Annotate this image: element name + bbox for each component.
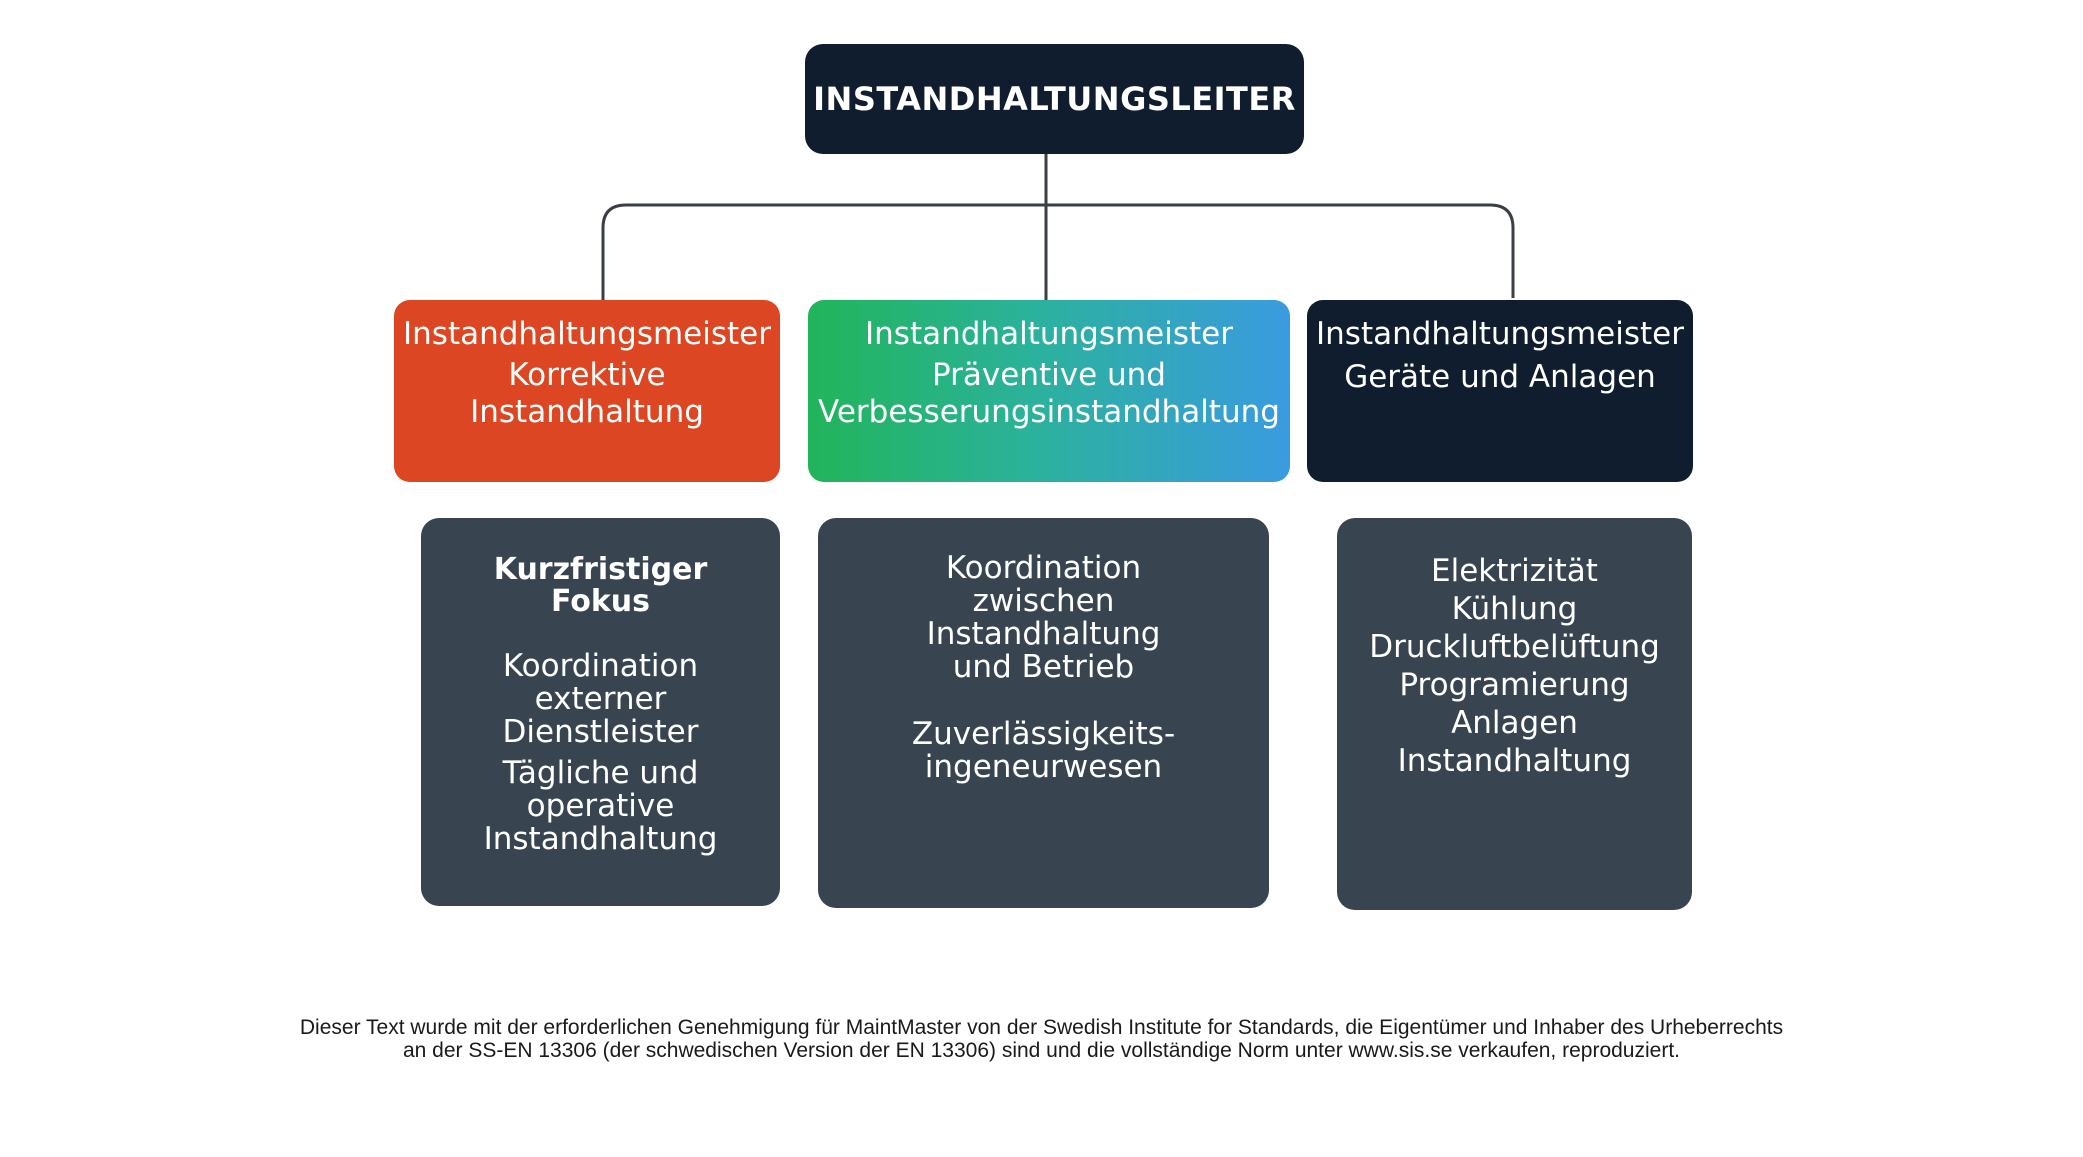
- supervisor-corrective-box: Instandhaltungsmeister Korrektive Instan…: [394, 300, 780, 482]
- supervisor-title: Instandhaltungsmeister: [865, 316, 1233, 352]
- responsibility-line: Tägliche und: [502, 755, 699, 791]
- copyright-notice: Dieser Text wurde mit der erforderlichen…: [150, 1016, 1933, 1062]
- supervisor-preventive-box: Instandhaltungsmeister Präventive und Ve…: [808, 300, 1290, 482]
- copyright-line: Dieser Text wurde mit der erforderlichen…: [299, 1016, 1784, 1039]
- supervisor-title: Instandhaltungsmeister: [1316, 316, 1684, 352]
- responsibility-line: Instandhaltung: [926, 616, 1161, 652]
- responsibility-line: Koordination: [945, 550, 1142, 586]
- supervisor-title: Instandhaltungsmeister: [403, 316, 771, 352]
- responsibility-line: externer: [534, 681, 667, 717]
- supervisor-line: Verbesserungsinstandhaltung: [818, 394, 1280, 430]
- responsibility-line: Kühlung: [1451, 591, 1578, 627]
- responsibility-heading: Fokus: [550, 584, 651, 619]
- responsibility-heading: Kurzfristiger: [493, 552, 708, 587]
- supervisor-equipment-box: Instandhaltungsmeister Geräte und Anlage…: [1307, 300, 1693, 482]
- responsibility-line: Dienstleister: [502, 714, 699, 750]
- responsibility-line: Elektrizität: [1431, 553, 1598, 589]
- responsibility-line: Programierung: [1399, 667, 1630, 703]
- supervisor-line: Geräte und Anlagen: [1344, 359, 1656, 395]
- supervisor-line: Korrektive: [508, 357, 666, 393]
- connector-horizontal-bar: [601, 203, 1515, 300]
- responsibility-line: Anlagen: [1451, 705, 1578, 741]
- supervisor-line: Präventive und: [932, 357, 1166, 393]
- responsibility-line: zwischen: [972, 583, 1115, 619]
- responsibility-line: Koordination: [502, 648, 699, 684]
- responsibility-line: und Betrieb: [952, 649, 1135, 685]
- responsibility-line: operative: [526, 788, 675, 824]
- responsibilities-corrective-box: Kurzfristiger Fokus Koordination externe…: [421, 518, 780, 906]
- maintenance-manager-title: INSTANDHALTUNGSLEITER: [813, 80, 1296, 118]
- responsibilities-preventive-box: Koordination zwischen Instandhaltung und…: [818, 518, 1269, 908]
- responsibility-line: Instandhaltung: [1397, 743, 1632, 779]
- responsibility-line: Druckluftbelüftung: [1369, 629, 1660, 665]
- responsibility-line: Instandhaltung: [483, 821, 718, 857]
- responsibilities-equipment-box: Elektrizität Kühlung Druckluftbelüftung …: [1337, 518, 1692, 910]
- supervisor-line: Instandhaltung: [470, 394, 704, 430]
- copyright-line: an der SS-EN 13306 (der schwedischen Ver…: [402, 1039, 1680, 1062]
- responsibility-line: Zuverlässigkeits-: [911, 716, 1176, 752]
- maintenance-manager-box: INSTANDHALTUNGSLEITER: [805, 44, 1304, 154]
- responsibility-line: ingeneurwesen: [924, 749, 1163, 785]
